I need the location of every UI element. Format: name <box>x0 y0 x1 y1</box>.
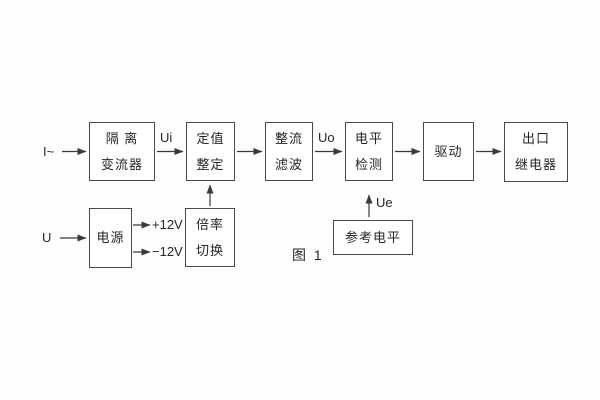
block-output-relay: 出口 继电器 <box>504 122 568 182</box>
block-level-detect-line1: 电平 <box>354 130 383 146</box>
block-level-detect: 电平 检测 <box>345 122 393 181</box>
label-rail-minus-12v: −12V <box>152 244 183 259</box>
block-ratio-switch: 倍率 切换 <box>185 208 235 267</box>
block-output-relay-line1: 出口 <box>521 131 550 146</box>
block-setpoint-adjust-line1: 定值 <box>196 130 225 146</box>
block-output-relay-line2: 继电器 <box>514 157 557 172</box>
block-setpoint-adjust: 定值 整定 <box>186 122 235 181</box>
block-ratio-switch-line1: 倍率 <box>195 216 224 232</box>
block-reference-level: 参考电平 <box>333 220 413 255</box>
block-level-detect-line2: 检测 <box>354 156 383 172</box>
block-isolation-transformer-line1: 隔 离 <box>105 130 139 146</box>
block-drive-line1: 驱动 <box>434 143 463 159</box>
block-power-supply: 电源 <box>89 208 132 268</box>
block-rectify-filter-line2: 滤波 <box>274 156 303 172</box>
block-rectify-filter-line1: 整流 <box>274 130 303 146</box>
label-rail-plus-12v: +12V <box>152 217 183 232</box>
block-power-supply-line1: 电源 <box>96 230 125 245</box>
block-setpoint-adjust-line2: 整定 <box>196 156 225 172</box>
label-input-current: I~ <box>43 144 55 159</box>
label-signal-ui: Ui <box>160 130 173 145</box>
block-reference-level-line1: 参考电平 <box>344 229 401 245</box>
block-isolation-transformer-line2: 变流器 <box>100 156 143 172</box>
block-rectify-filter: 整流 滤波 <box>265 122 313 181</box>
label-signal-ue: Ue <box>376 195 393 210</box>
label-input-voltage: U <box>42 230 52 245</box>
figure-caption: 图 1 <box>292 247 324 263</box>
label-signal-uo: Uo <box>318 130 335 145</box>
block-drive: 驱动 <box>423 122 474 181</box>
block-ratio-switch-line2: 切换 <box>195 242 224 258</box>
block-isolation-transformer: 隔 离 变流器 <box>89 122 155 181</box>
